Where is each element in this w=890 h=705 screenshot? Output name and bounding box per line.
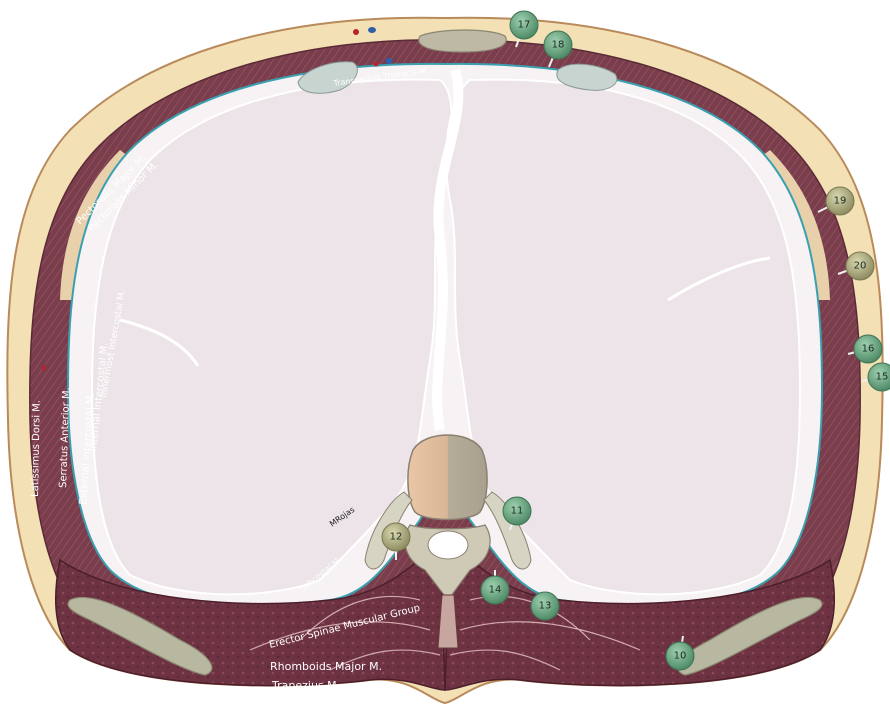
marker-13: 13 (531, 592, 559, 620)
label-latissimus-dorsi: Latissimus Dorsi M. (30, 400, 43, 497)
marker-19: 19 (826, 187, 854, 215)
marker-12: 12 (382, 523, 410, 551)
marker-16: 16 (854, 335, 882, 363)
marker-10: 10 (666, 642, 694, 670)
sternum (419, 30, 506, 52)
vessel-artery-2 (374, 62, 379, 67)
marker-number: 19 (834, 196, 847, 207)
marker-number: 18 (552, 40, 565, 51)
marker-11: 11 (503, 497, 531, 525)
marker-number: 14 (489, 585, 502, 596)
marker-number: 11 (511, 506, 524, 517)
marker-14: 14 (481, 576, 509, 604)
label-rhomboids: Rhomboids Major M. (270, 660, 382, 673)
lateral-vessel (42, 365, 46, 371)
marker-number: 10 (674, 651, 687, 662)
marker-number: 12 (390, 532, 403, 543)
internal-thoracic-artery (353, 29, 359, 35)
marker-number: 20 (854, 261, 867, 272)
marker-number: 13 (539, 601, 552, 612)
marker-20: 20 (846, 252, 874, 280)
vertebral-body (408, 435, 487, 520)
marker-number: 15 (876, 372, 889, 383)
marker-number: 17 (518, 20, 531, 31)
vessel-vein-2 (386, 58, 393, 64)
marker-18: 18 (544, 31, 572, 59)
marker-number: 16 (862, 344, 875, 355)
internal-thoracic-vein (368, 27, 376, 33)
label-trapezius: Trapezius M. (271, 679, 340, 692)
spinal-canal (428, 531, 468, 559)
marker-17: 17 (510, 11, 538, 39)
spinous-process (438, 595, 458, 648)
